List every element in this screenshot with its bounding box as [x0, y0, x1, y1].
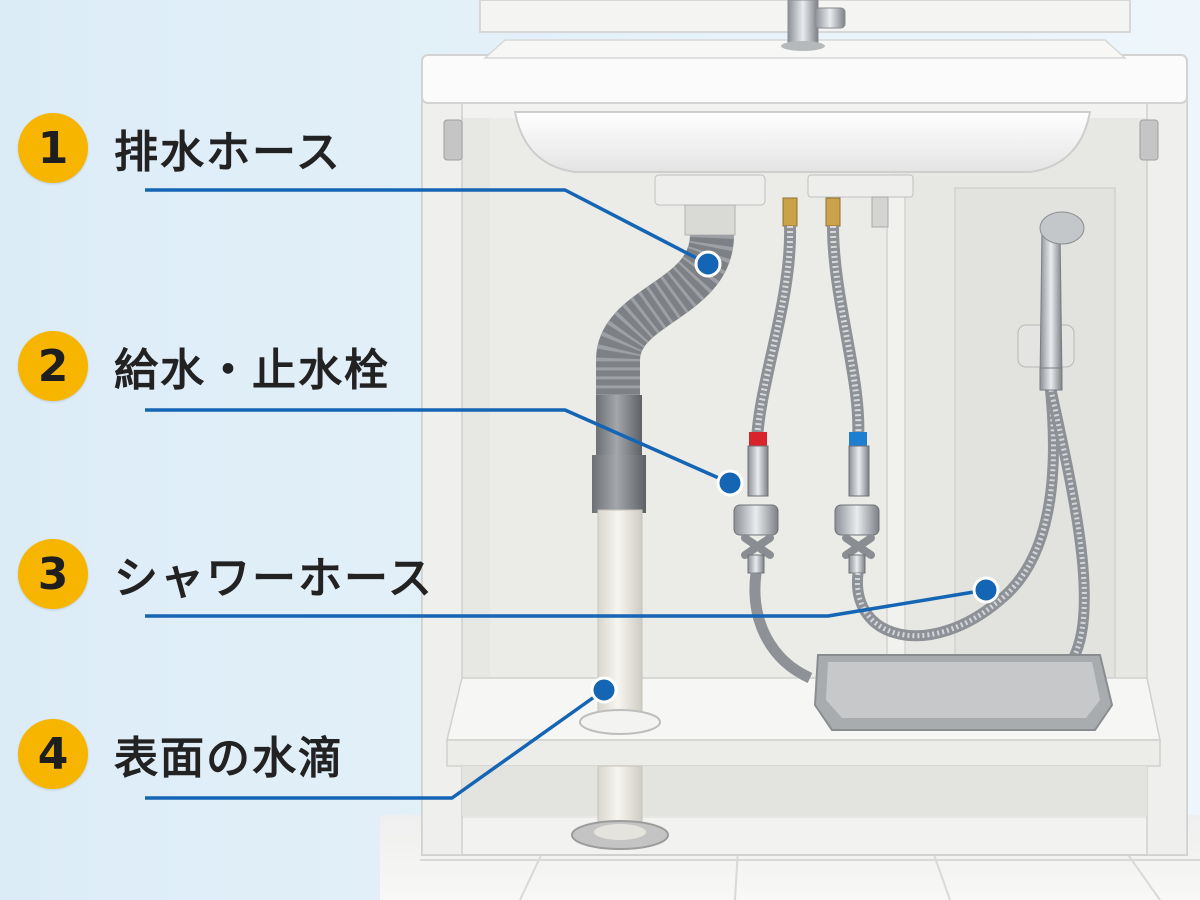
drip-tray	[813, 654, 1114, 731]
hinge-left	[443, 119, 463, 161]
callout-label: シャワーホース	[114, 553, 434, 604]
hot-marker	[749, 432, 767, 446]
leader-line-1	[145, 188, 709, 266]
number-badge: 1	[18, 113, 88, 183]
leader-dot-1	[694, 250, 722, 278]
leader-dot-3	[972, 576, 1000, 604]
leader-dots	[590, 250, 1000, 704]
number-badge: 3	[18, 539, 88, 609]
callout-surface-droplets: 4 表面の水滴	[18, 714, 344, 794]
shower-head	[1017, 211, 1085, 391]
sink-basin	[513, 111, 1092, 173]
leader-dot-4	[590, 676, 618, 704]
callout-shower-hose: 3 シャワーホース	[18, 534, 434, 614]
leader-lines	[145, 188, 987, 800]
callout-drain-hose: 1 排水ホース	[18, 108, 342, 188]
callout-label: 表面の水滴	[114, 733, 344, 784]
lower-hoses	[749, 384, 1059, 684]
number-badge: 2	[18, 331, 88, 401]
stop-valve-hot	[733, 445, 779, 574]
cold-marker	[849, 432, 867, 446]
number-badge: 4	[18, 719, 88, 789]
leader-dot-2	[716, 469, 744, 497]
callout-supply-valve: 2 給水・止水栓	[18, 326, 390, 406]
supply-hoses	[749, 197, 867, 446]
callout-label: 給水・止水栓	[114, 345, 390, 396]
callout-label: 排水ホース	[114, 127, 342, 178]
leader-line-4	[145, 688, 606, 800]
faucet	[781, 0, 846, 51]
stop-valve-cold	[834, 445, 880, 574]
leader-line-2	[145, 408, 731, 485]
drain-fitting	[654, 174, 914, 236]
leader-line-3	[145, 588, 987, 618]
hinge-right	[1139, 119, 1159, 161]
